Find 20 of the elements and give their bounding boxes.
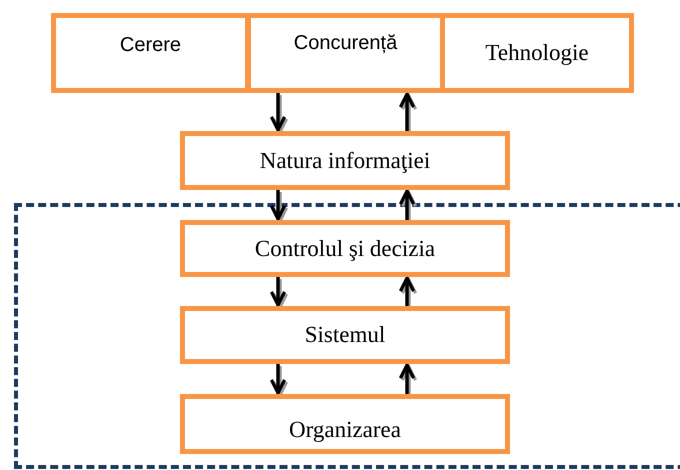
process-box [180,306,510,364]
arrow [270,190,286,221]
process-box [180,220,510,277]
box-label: Natura informaţiei [260,148,430,174]
box-label: Concurență [294,32,398,54]
arrow [270,93,286,132]
dashed-boundary [14,203,680,469]
arrow [270,277,286,307]
box-label: Organizarea [289,417,401,443]
process-box [180,394,510,454]
box-label: Cerere [120,34,182,56]
process-box [180,131,510,190]
box-label: Sistemul [304,322,386,348]
arrow [398,276,416,306]
arrow [398,189,416,220]
arrow [398,92,416,131]
box-label: Tehnologie [485,40,589,66]
arrow [398,363,416,394]
box-label: Controlul şi decizia [254,236,436,262]
arrow [270,364,286,395]
